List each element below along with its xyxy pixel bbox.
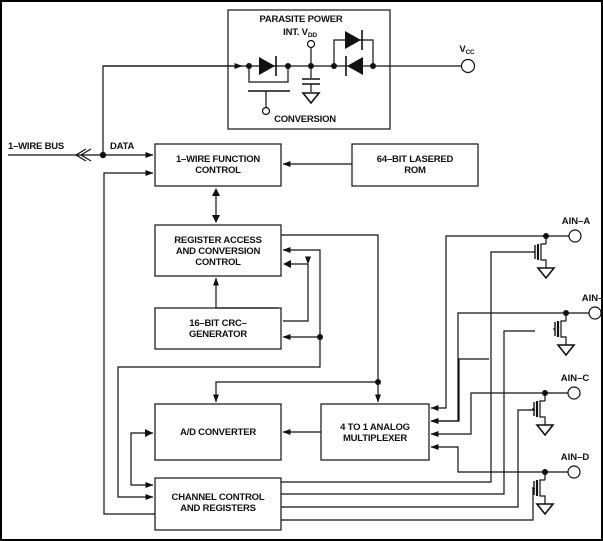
mosfet-icon [553,313,567,345]
svg-text:CHANNEL CONTROL: CHANNEL CONTROL [172,492,265,503]
diode-icon [345,56,363,76]
ain-channel-a: AIN–A [533,216,591,280]
capacitor-icon [302,66,320,92]
svg-text:16–BIT CRC–: 16–BIT CRC– [189,318,246,329]
one-wire-function-control-block: 1–WIRE FUNCTION CONTROL [154,143,282,187]
ain-label: AIN–A [562,216,591,227]
diode-icon [345,30,363,50]
ground-icon [556,344,576,357]
svg-text:GENERATOR: GENERATOR [189,329,247,340]
ain-label: AIN–D [561,452,590,463]
analog-multiplexer-block: 4 TO 1 ANALOG MULTIPLEXER [320,403,430,461]
svg-text:64–BIT LASERED: 64–BIT LASERED [377,154,454,165]
int-vdd-terminal-icon [306,39,316,49]
channel-control-block: CHANNEL CONTROL AND REGISTERS [154,477,282,531]
svg-text:AND REGISTERS: AND REGISTERS [180,503,256,514]
svg-text:A/D CONVERTER: A/D CONVERTER [180,427,256,438]
ground-icon [536,267,556,280]
ain-label: AIN–B [582,293,603,304]
ground-icon [535,424,555,437]
parasite-power-block: PARASITE POWER INT. VDD CONVERSION [103,9,463,130]
register-access-block: REGISTER ACCESS AND CONVERSION CONTROL [154,224,282,277]
ain-channel-b: AIN–B [553,293,603,357]
ain-channel-d: AIN–D [532,452,590,516]
vcc-terminal-icon [460,58,476,74]
conversion-terminal-icon [261,106,271,116]
ain-terminal-icon[interactable] [567,386,581,400]
ain-terminal-icon[interactable] [588,306,602,320]
one-wire-bus-label: 1–WIRE BUS [8,141,64,152]
parasite-power-label: PARASITE POWER [259,14,342,25]
svg-text:MULTIPLEXER: MULTIPLEXER [343,433,407,444]
ain-terminal-icon[interactable] [568,229,582,243]
svg-text:AND CONVERSION: AND CONVERSION [176,246,261,257]
svg-text:ROM: ROM [404,165,426,176]
mosfet-icon [532,393,546,425]
ain-channel-c: AIN–C [532,373,590,437]
vcc-label: VCC [459,44,475,56]
rom-block: 64–BIT LASERED ROM [351,143,479,187]
ad-converter-block: A/D CONVERTER [154,403,282,461]
svg-text:4 TO 1 ANALOG: 4 TO 1 ANALOG [340,422,410,433]
svg-text:1–WIRE FUNCTION: 1–WIRE FUNCTION [176,154,260,165]
mosfet-icon [533,236,547,268]
data-label: DATA [110,141,135,152]
mosfet-icon [532,472,546,504]
ground-icon [535,503,555,516]
ain-label: AIN–C [561,373,590,384]
bus-chevron-icon [74,148,92,162]
crc-generator-block: 16–BIT CRC– GENERATOR [154,307,282,350]
ground-icon [301,92,321,105]
conversion-label: CONVERSION [274,114,336,125]
diode-icon [259,56,277,76]
svg-text:CONTROL: CONTROL [195,257,241,268]
svg-text:REGISTER ACCESS: REGISTER ACCESS [174,235,261,246]
ain-terminal-icon[interactable] [567,465,581,479]
int-vdd-label: INT. VDD [283,27,317,39]
svg-text:CONTROL: CONTROL [195,165,241,176]
